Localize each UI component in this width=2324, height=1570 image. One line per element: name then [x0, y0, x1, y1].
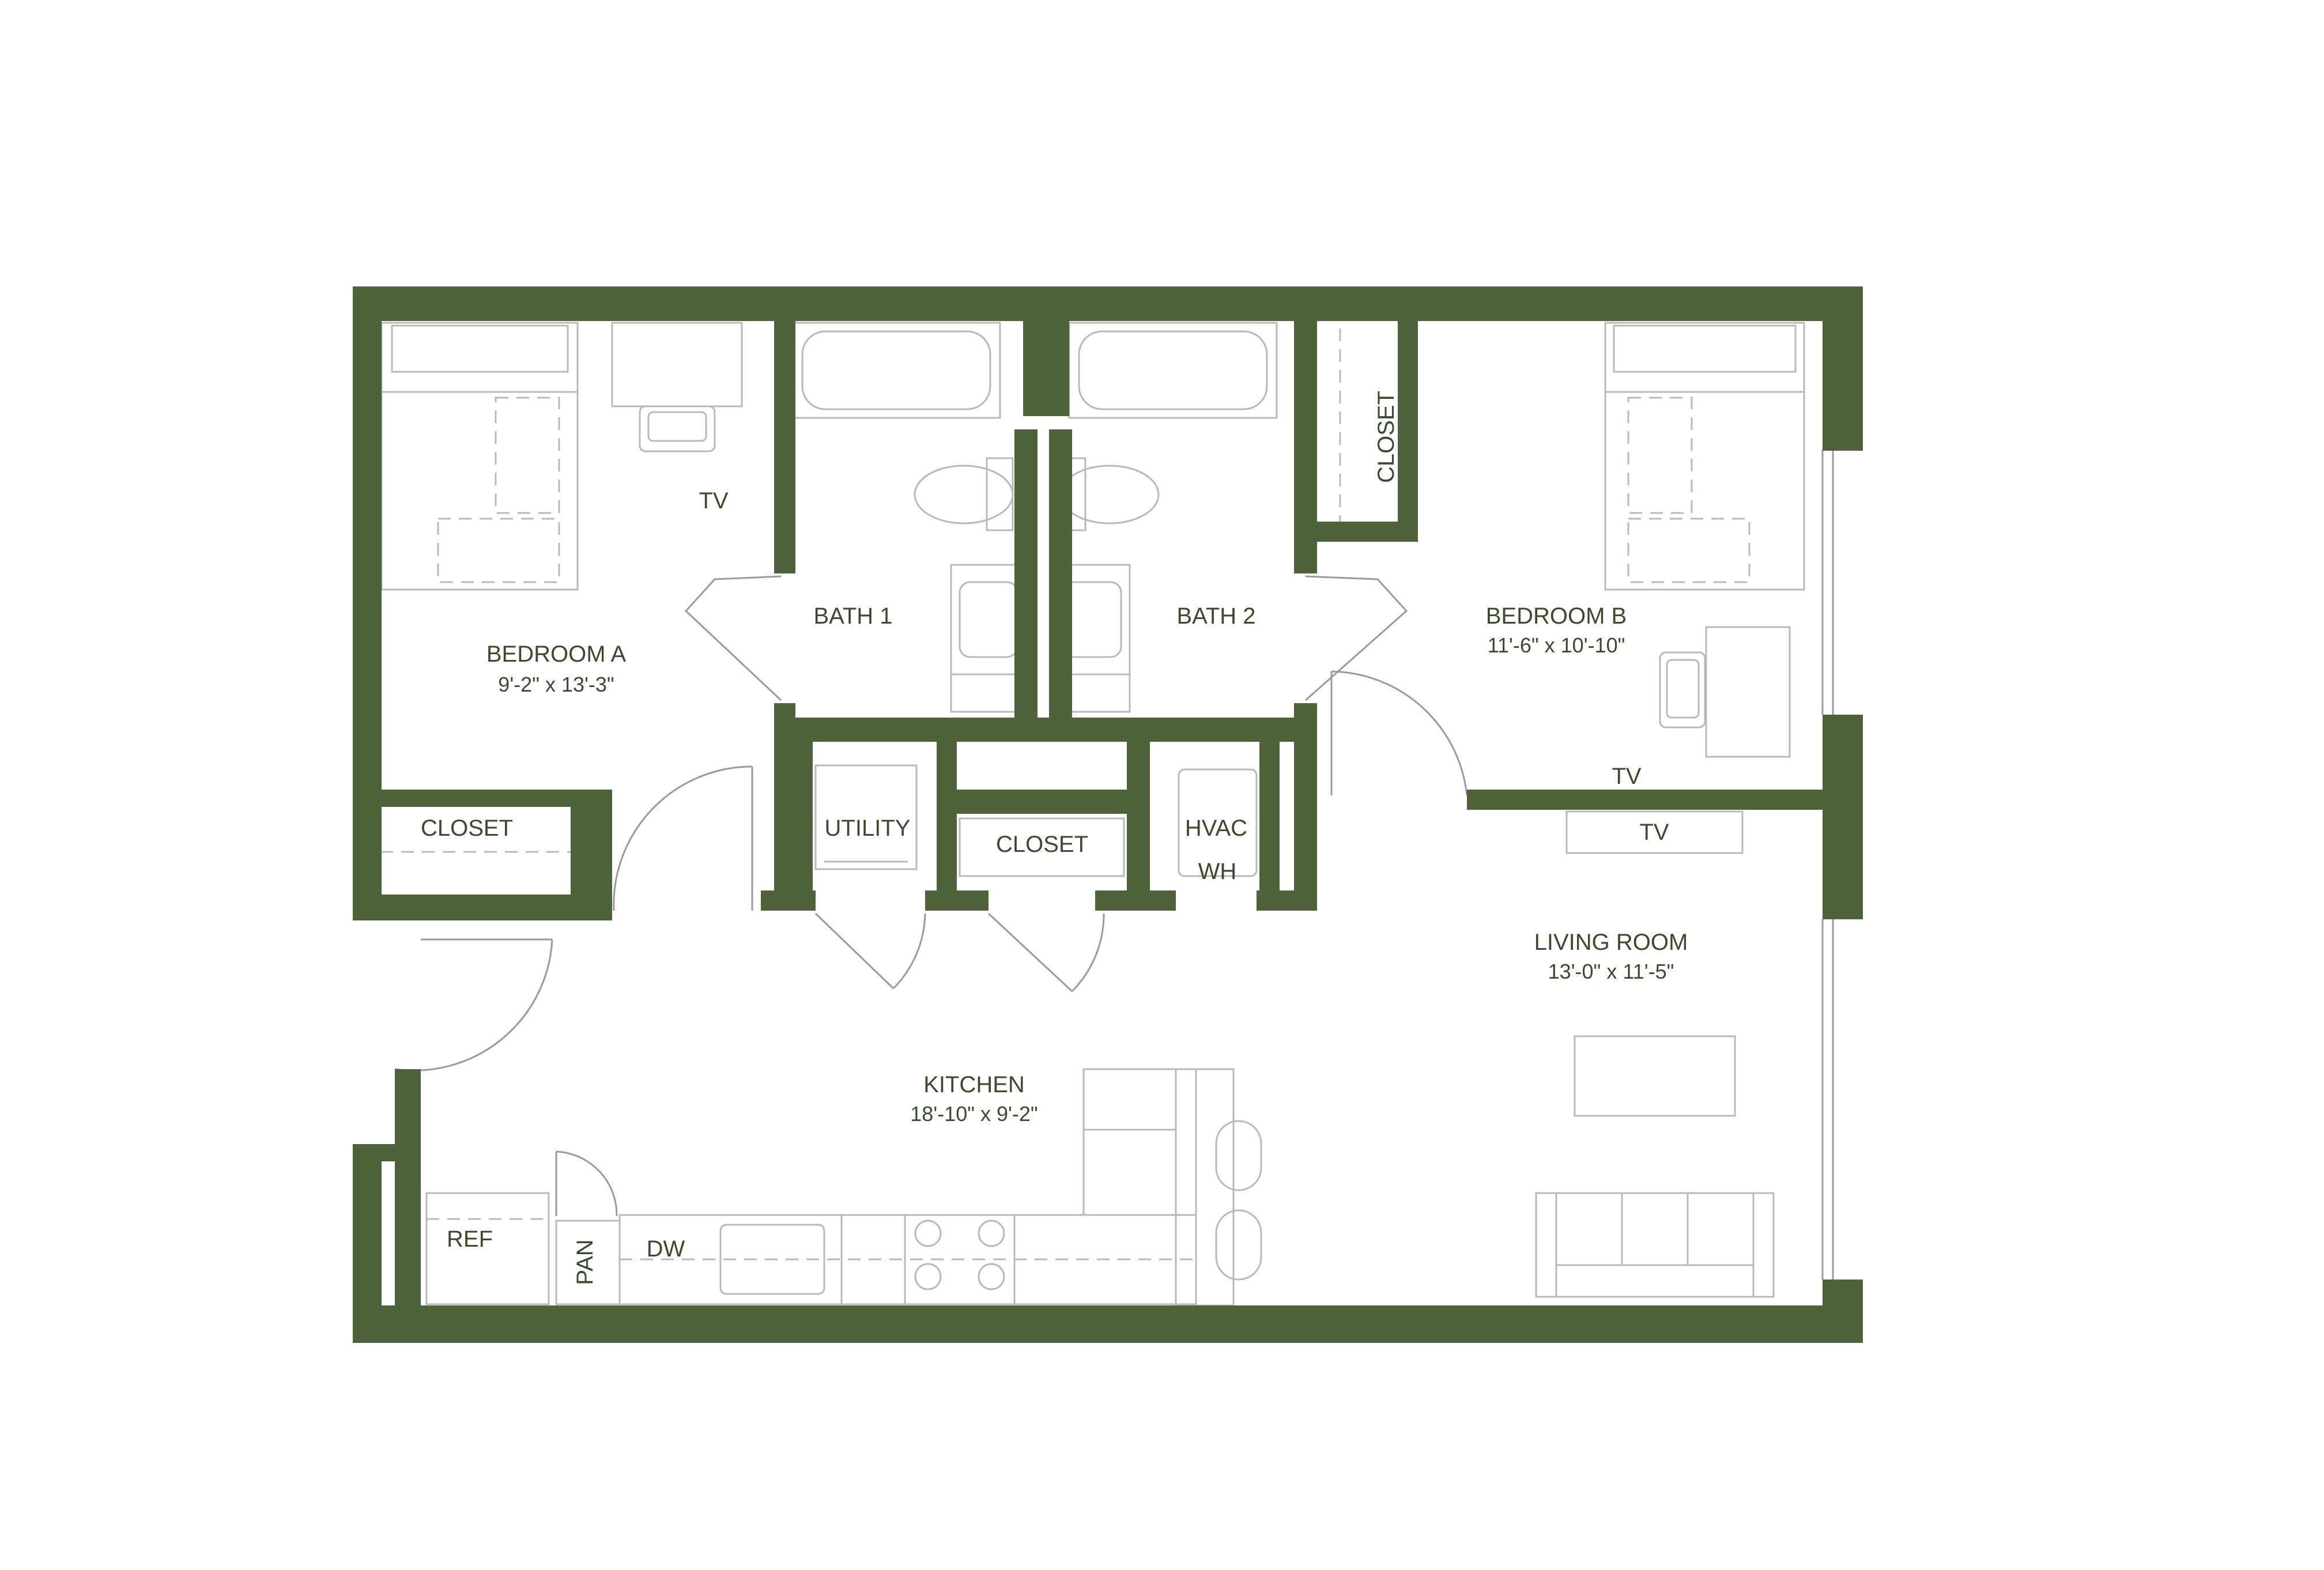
room-name-bedroom-b: BEDROOM B: [1486, 603, 1627, 629]
window-layer: [1821, 450, 1834, 1280]
stool-icon: [1215, 1120, 1262, 1191]
label-hvac: HVAC: [1185, 816, 1247, 841]
walls: [353, 286, 1863, 1343]
label-tv-bedroom-b: TV: [1612, 764, 1641, 789]
stool-icon: [1215, 1209, 1262, 1281]
door-swing-icon: [394, 575, 1468, 1217]
toilet-icon: [1058, 457, 1160, 531]
label-closet-a: CLOSET: [421, 816, 513, 841]
bed-icon: [380, 322, 579, 591]
label-closet-b: CLOSET: [1374, 391, 1399, 483]
label-pan: PAN: [572, 1239, 598, 1285]
utility-unit: [814, 764, 918, 870]
label-wh: WH: [1198, 859, 1237, 884]
cooktop-icon: [914, 1220, 1005, 1290]
chair-icon: [1659, 651, 1706, 729]
desk-icon: [611, 322, 743, 407]
bathtub-icon: [791, 322, 1001, 419]
sofa-icon: [1535, 1192, 1775, 1298]
room-name-kitchen: KITCHEN: [923, 1072, 1025, 1097]
room-dims-bedroom-b: 11'-6" x 10'-10": [1488, 633, 1625, 657]
label-tv-living: TV: [1639, 820, 1669, 845]
room-name-bath-1: BATH 1: [813, 603, 892, 629]
label-dw: DW: [647, 1236, 685, 1262]
furniture-layer: [380, 322, 1805, 1307]
hvac-unit: [1178, 768, 1258, 877]
tv-console: [1565, 810, 1744, 854]
room-dims-living: 13'-0" x 11'-5": [1548, 960, 1674, 983]
coffee-table-icon: [1574, 1035, 1736, 1117]
bathtub-icon: [1068, 322, 1278, 419]
chair-icon: [639, 405, 716, 452]
desk-icon: [1705, 626, 1791, 758]
label-ref: REF: [447, 1226, 493, 1252]
label-utility: UTILITY: [825, 816, 911, 841]
label-closet-hall: CLOSET: [996, 832, 1088, 857]
room-dims-kitchen: 18'-10" x 9'-2": [910, 1102, 1038, 1126]
labels: BEDROOM A 9'-2" x 13'-3" BATH 1 BATH 2 B…: [421, 391, 1688, 1285]
bed-icon: [1604, 322, 1805, 591]
room-name-bath-2: BATH 2: [1176, 603, 1255, 629]
toilet-icon: [914, 457, 1014, 531]
room-dims-bedroom-a: 9'-2" x 13'-3": [498, 673, 614, 696]
room-name-living: LIVING ROOM: [1534, 930, 1688, 955]
room-name-bedroom-a: BEDROOM A: [486, 641, 627, 667]
refrigerator: [425, 1192, 550, 1305]
label-tv-bedroom-a: TV: [699, 488, 728, 514]
